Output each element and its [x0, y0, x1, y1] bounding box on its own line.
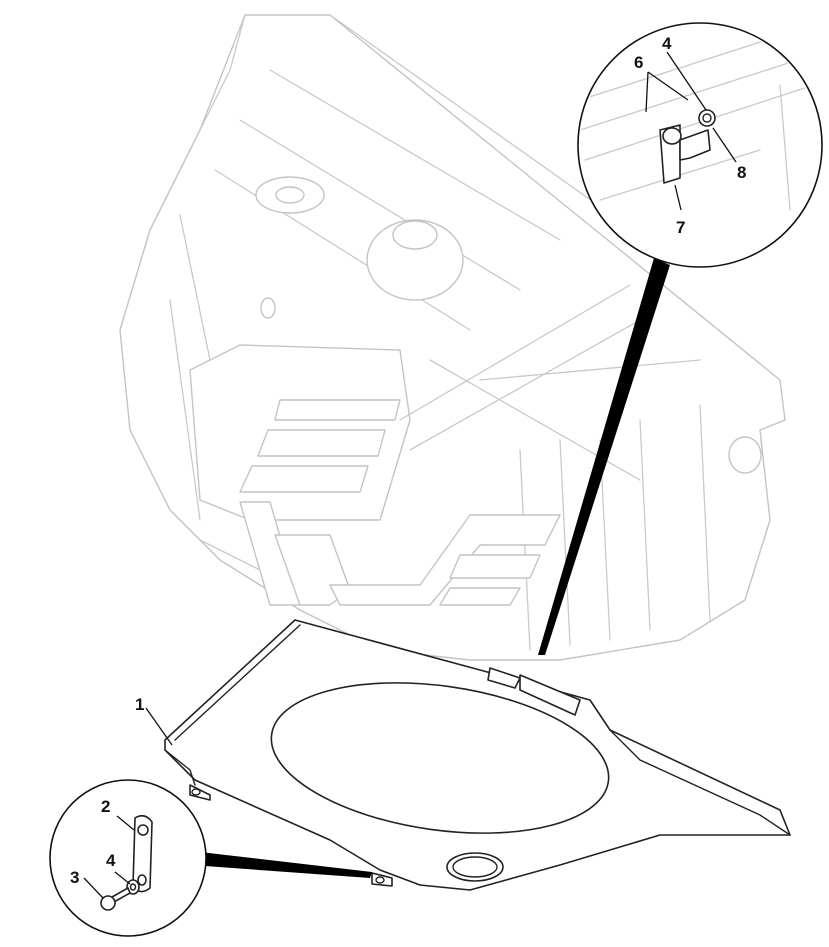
callout-7: 7	[676, 218, 685, 237]
callout-3: 3	[70, 868, 79, 887]
callout-8: 8	[737, 163, 746, 182]
callout-4-bottom: 4	[106, 851, 116, 870]
nut-part-4	[662, 127, 682, 145]
callout-6: 6	[634, 53, 643, 72]
detail-view-bottom: 2 4 3	[49, 707, 207, 937]
nut-part-8	[698, 109, 716, 127]
cover-panel-part-1	[164, 619, 791, 891]
callout-2: 2	[101, 797, 110, 816]
callout-4-top: 4	[662, 34, 672, 53]
detail-pointer-bottom	[200, 852, 372, 878]
detail-view-top: 6 4 8 7	[577, 22, 823, 268]
brand-logo-ghost	[239, 284, 641, 606]
callout-1: 1	[135, 695, 144, 714]
detail-pointer-top	[538, 258, 670, 655]
